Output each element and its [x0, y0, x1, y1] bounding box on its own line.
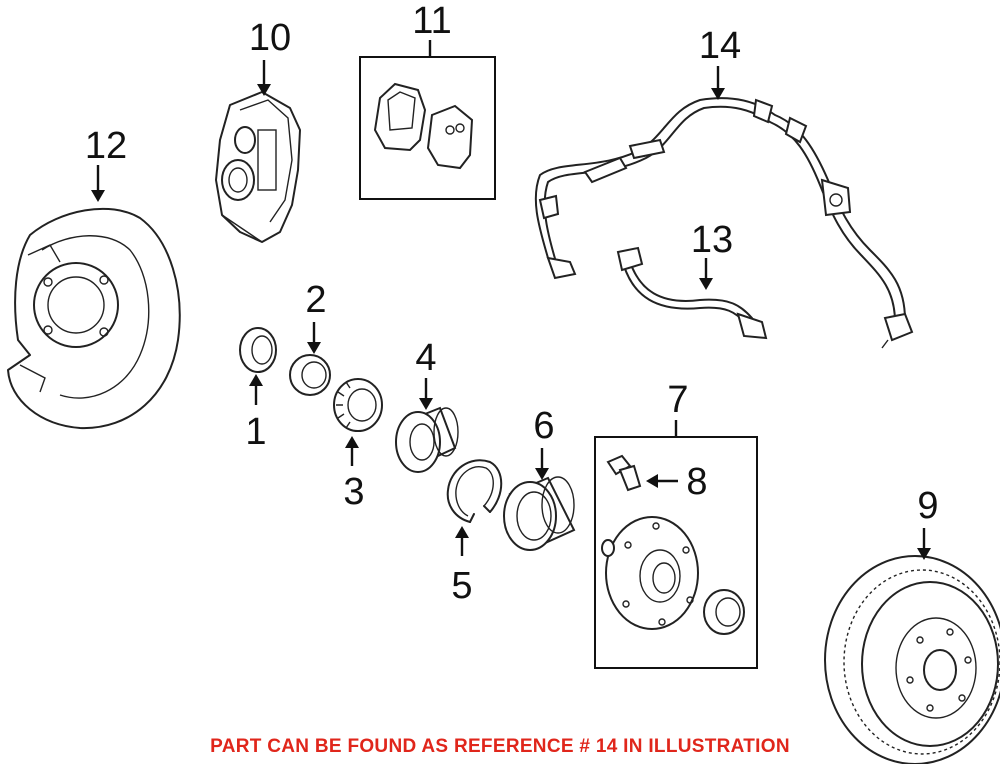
brake-rotor-part	[824, 555, 1000, 764]
reference-note: PART CAN BE FOUND AS REFERENCE # 14 IN I…	[210, 736, 790, 757]
wheel-bearing-part	[395, 406, 459, 473]
callout-5: 5	[451, 565, 472, 607]
brake-hose-part	[616, 246, 768, 340]
seal-part	[239, 327, 277, 373]
pad-kit-box	[359, 56, 496, 200]
abs-sensor-harness-part	[534, 97, 914, 349]
wheel-hub-part	[601, 516, 699, 630]
callout-10: 10	[249, 17, 291, 59]
callout-1: 1	[245, 411, 266, 453]
callout-13: 13	[691, 219, 733, 261]
callout-8: 8	[686, 461, 707, 503]
callout-2: 2	[305, 279, 326, 321]
callout-12: 12	[85, 125, 127, 167]
callout-6: 6	[533, 405, 554, 447]
hub-bolt-part	[606, 454, 642, 492]
callout-14: 14	[699, 25, 741, 67]
roller-bearing-part	[333, 378, 383, 432]
brake-pads-part	[373, 82, 474, 170]
hub-seal-part	[503, 476, 576, 551]
callout-9: 9	[917, 485, 938, 527]
snap-ring-part	[446, 459, 503, 523]
callout-11: 11	[412, 0, 451, 42]
caliper-part	[215, 91, 301, 243]
dust-shield-part	[7, 207, 181, 430]
hub-cap-part	[703, 589, 745, 635]
callout-4: 4	[415, 337, 436, 379]
callout-7: 7	[667, 379, 688, 421]
bearing-race-part	[289, 354, 331, 396]
callout-3: 3	[343, 471, 364, 513]
